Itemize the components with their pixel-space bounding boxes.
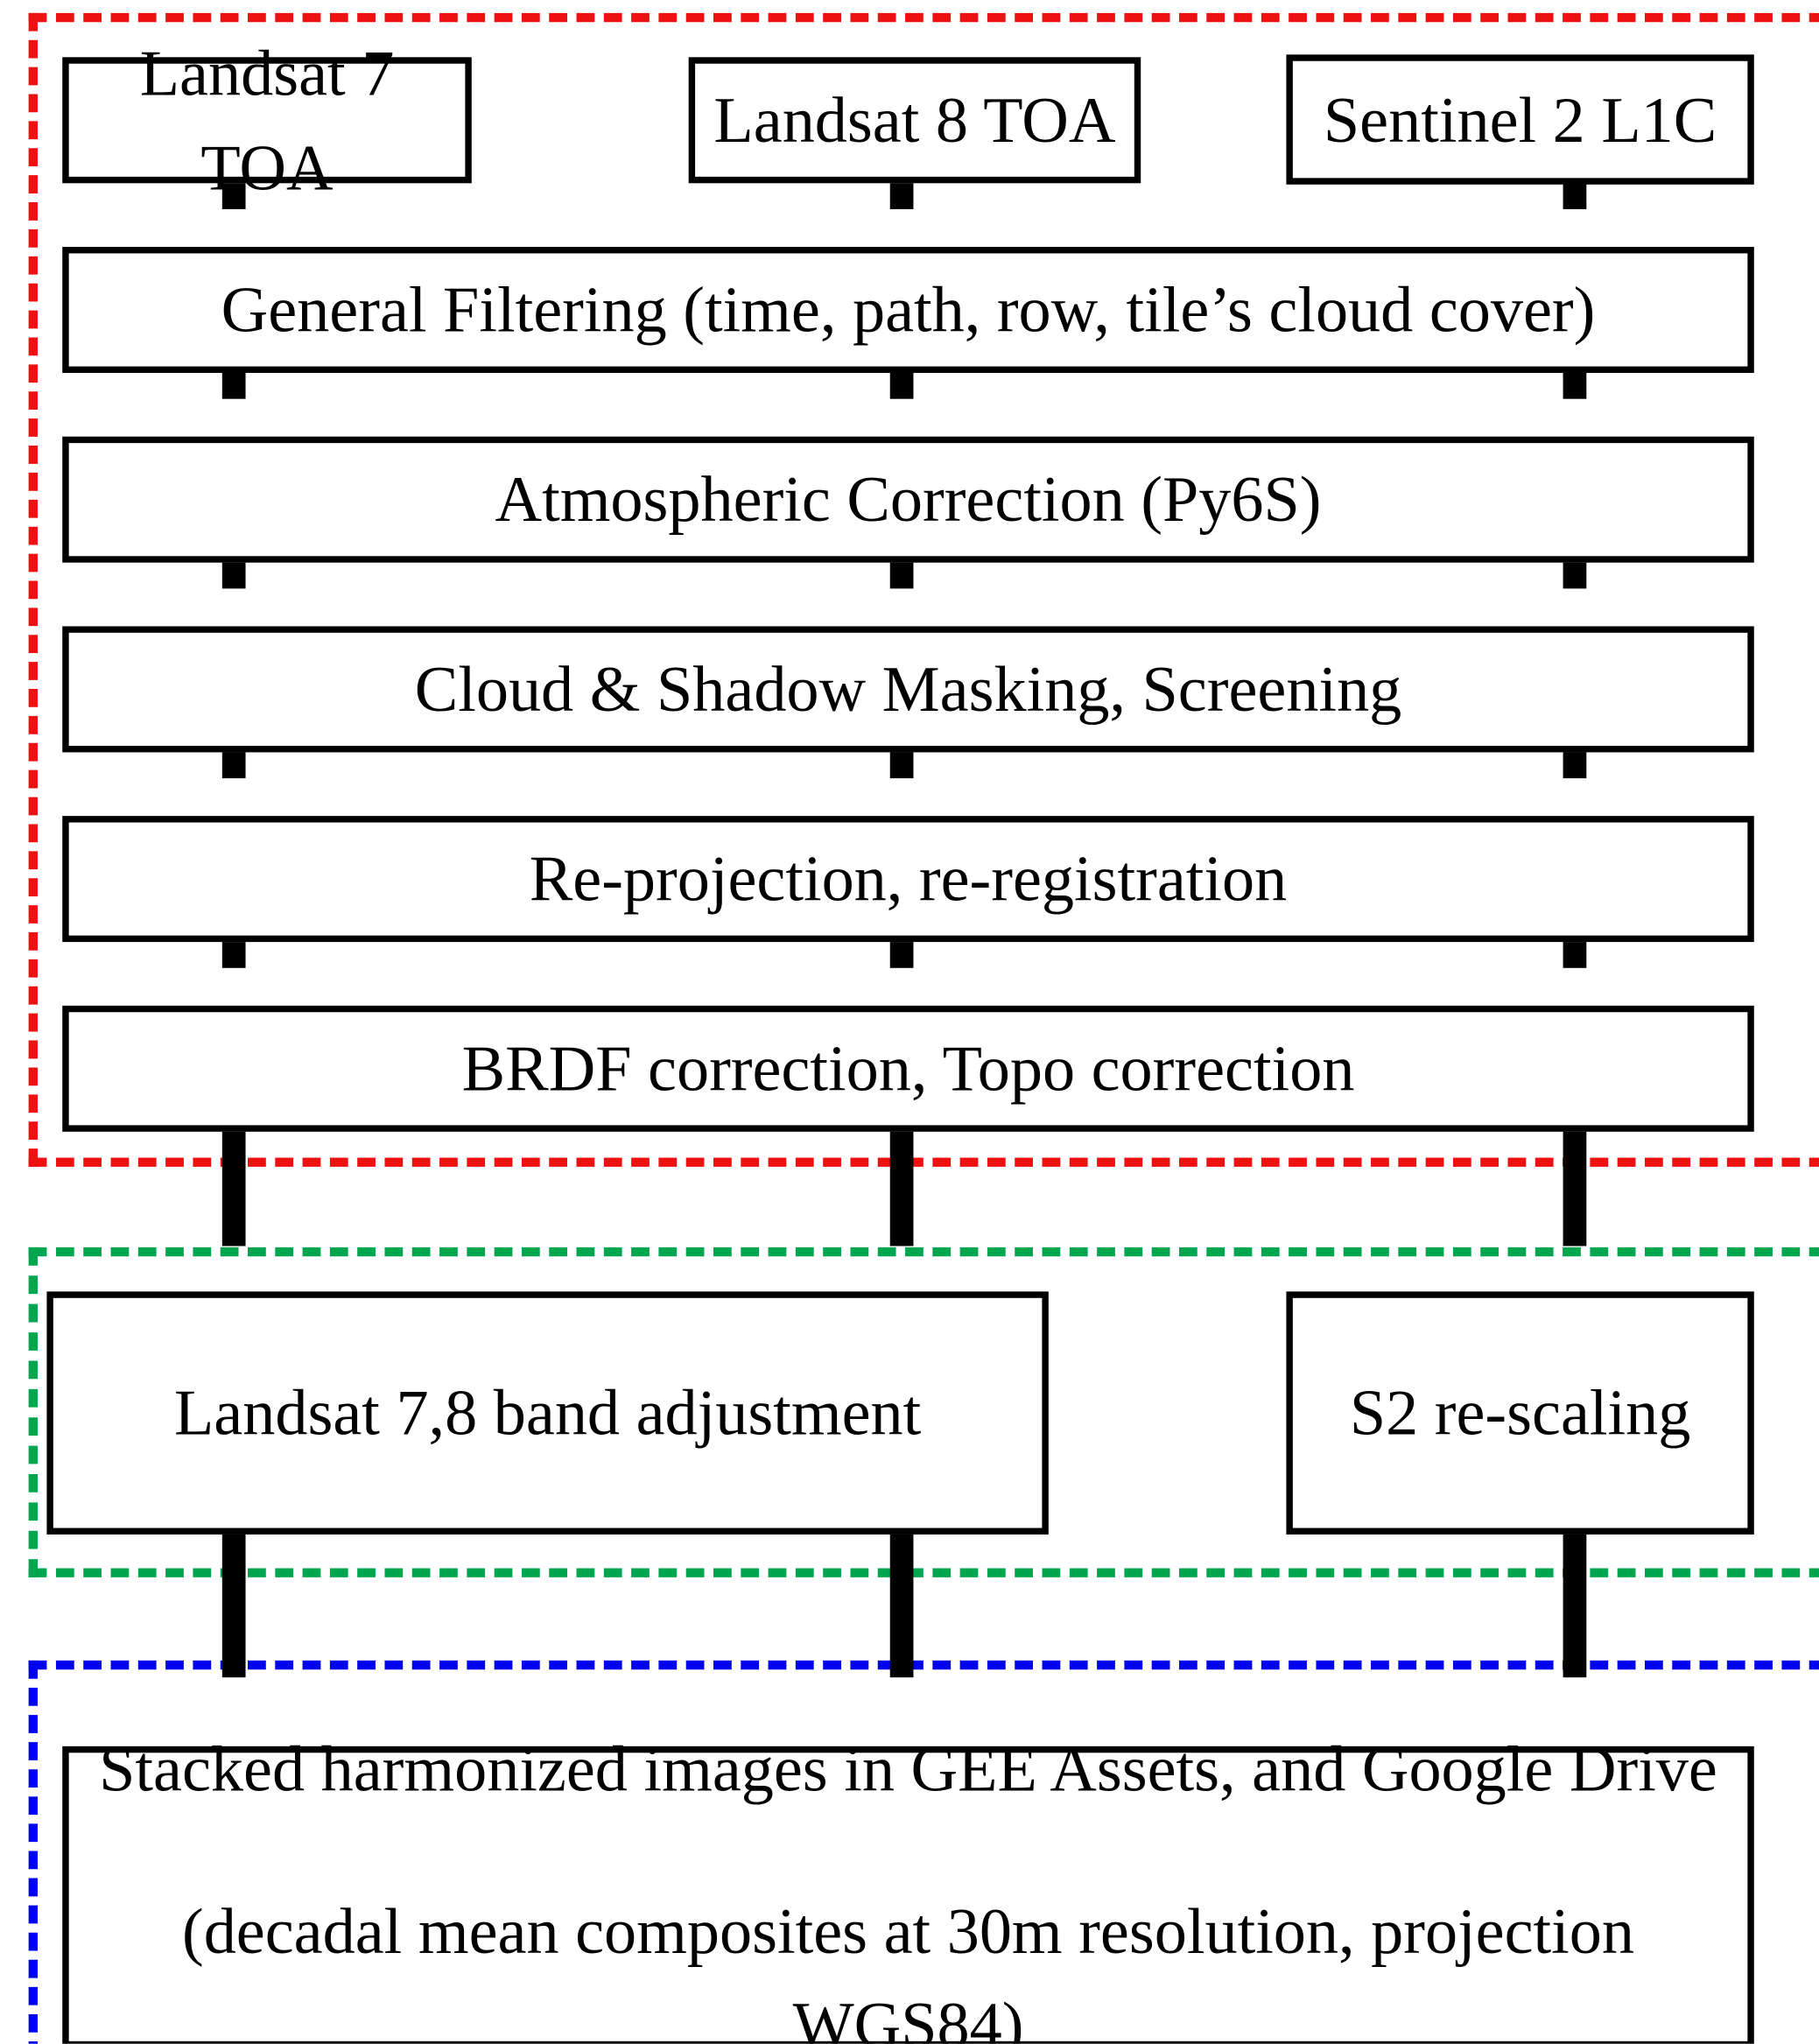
step-box-atmospheric-correction[interactable]: Atmospheric Correction (Py6S)	[62, 436, 1754, 563]
step-box-cloud-shadow-masking[interactable]: Cloud & Shadow Masking, Screening	[62, 626, 1754, 753]
step-box-general-filtering[interactable]: General Filtering (time, path, row, tile…	[62, 247, 1754, 373]
source-label-sentinel2: Sentinel 2 L1C	[1323, 82, 1717, 156]
source-box-sentinel2[interactable]: Sentinel 2 L1C	[1286, 54, 1754, 185]
preprocessing-group-frame	[28, 12, 1819, 1167]
step-label-brdf-topo-correction: BRDF correction, Topo correction	[461, 1031, 1355, 1106]
output-group-frame	[28, 1660, 1819, 2044]
step-label-atmospheric-correction: Atmospheric Correction (Py6S)	[495, 462, 1322, 536]
step-label-general-filtering: General Filtering (time, path, row, tile…	[221, 273, 1596, 347]
source-label-landsat8: Landsat 8 TOA	[713, 83, 1116, 157]
step-box-re-projection[interactable]: Re-projection, re-registration	[62, 816, 1754, 943]
output-label: Stacked harmonized images in GEE Assets,…	[87, 1722, 1729, 2044]
adjustment-label-s2-rescaling: S2 re-scaling	[1349, 1376, 1691, 1450]
step-label-re-projection: Re-projection, re-registration	[529, 842, 1288, 916]
output-box-stacked-harmonized-images[interactable]: Stacked harmonized images in GEE Assets,…	[62, 1732, 1754, 2044]
adjustment-label-landsat-band-adjustment: Landsat 7,8 band adjustment	[173, 1376, 922, 1450]
source-box-landsat8[interactable]: Landsat 8 TOA	[688, 57, 1141, 184]
harmonization-group-frame	[28, 1247, 1819, 1577]
step-box-brdf-topo-correction[interactable]: BRDF correction, Topo correction	[62, 1005, 1754, 1132]
output-line-2: (decadal mean composites at 30m resoluti…	[181, 1893, 1635, 2044]
step-label-cloud-shadow-masking: Cloud & Shadow Masking, Screening	[414, 652, 1402, 726]
adjustment-box-s2-rescaling[interactable]: S2 re-scaling	[1286, 1291, 1754, 1535]
source-box-landsat7[interactable]: Landsat 7 TOA	[62, 37, 472, 203]
output-line-1: Stacked harmonized images in GEE Assets,…	[99, 1731, 1717, 1806]
source-label-landsat7: Landsat 7 TOA	[139, 36, 395, 204]
adjustment-box-landsat-band-adjustment[interactable]: Landsat 7,8 band adjustment	[46, 1291, 1049, 1535]
